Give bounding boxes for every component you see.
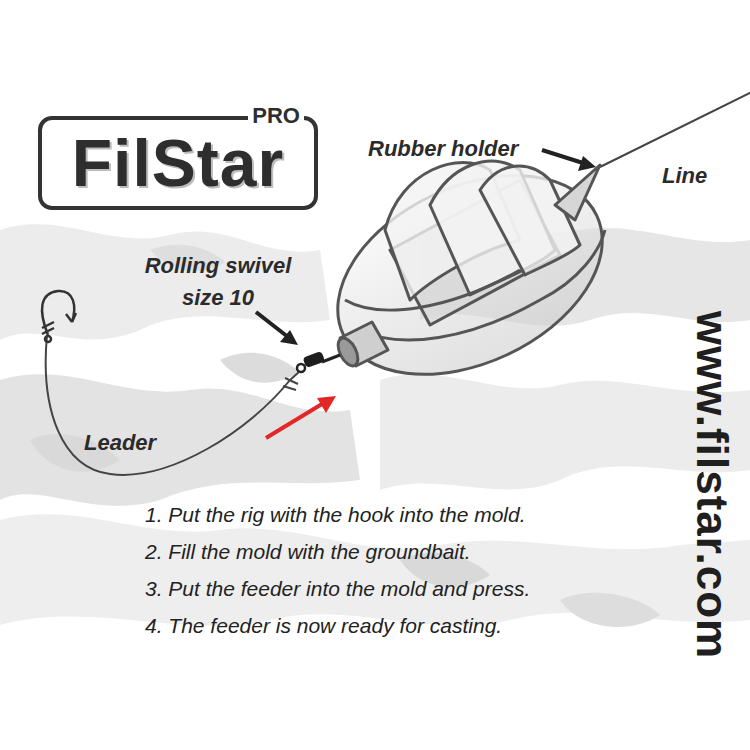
leader-line [46,335,299,475]
part-label: Rolling swivel size 10 [133,250,303,314]
instruction-step: 3. Put the feeder into the mold and pres… [145,577,530,601]
part-label: Line [662,163,707,189]
logo-box: FilStarPRO [38,116,318,210]
hook [42,291,76,342]
instruction-step: 1. Put the rig with the hook into the mo… [145,503,526,527]
logo-text: FilStar [72,125,284,201]
feeder-cage [306,136,634,414]
instruction-step: 4. The feeder is now ready for casting. [145,614,502,638]
red-arrow [266,396,336,438]
part-label: Leader [84,430,156,456]
rolling-swivel [297,351,340,372]
pointer-arrow [256,312,298,345]
part-label: Rubber holder [368,136,518,162]
main-line [600,92,750,167]
leader-knot [283,378,298,390]
website-url: www.filstar.com [687,311,737,659]
logo-pro: PRO [248,104,304,128]
pointer-arrow [542,150,596,171]
instruction-step: 2. Fill the mold with the groundbait. [145,540,471,564]
